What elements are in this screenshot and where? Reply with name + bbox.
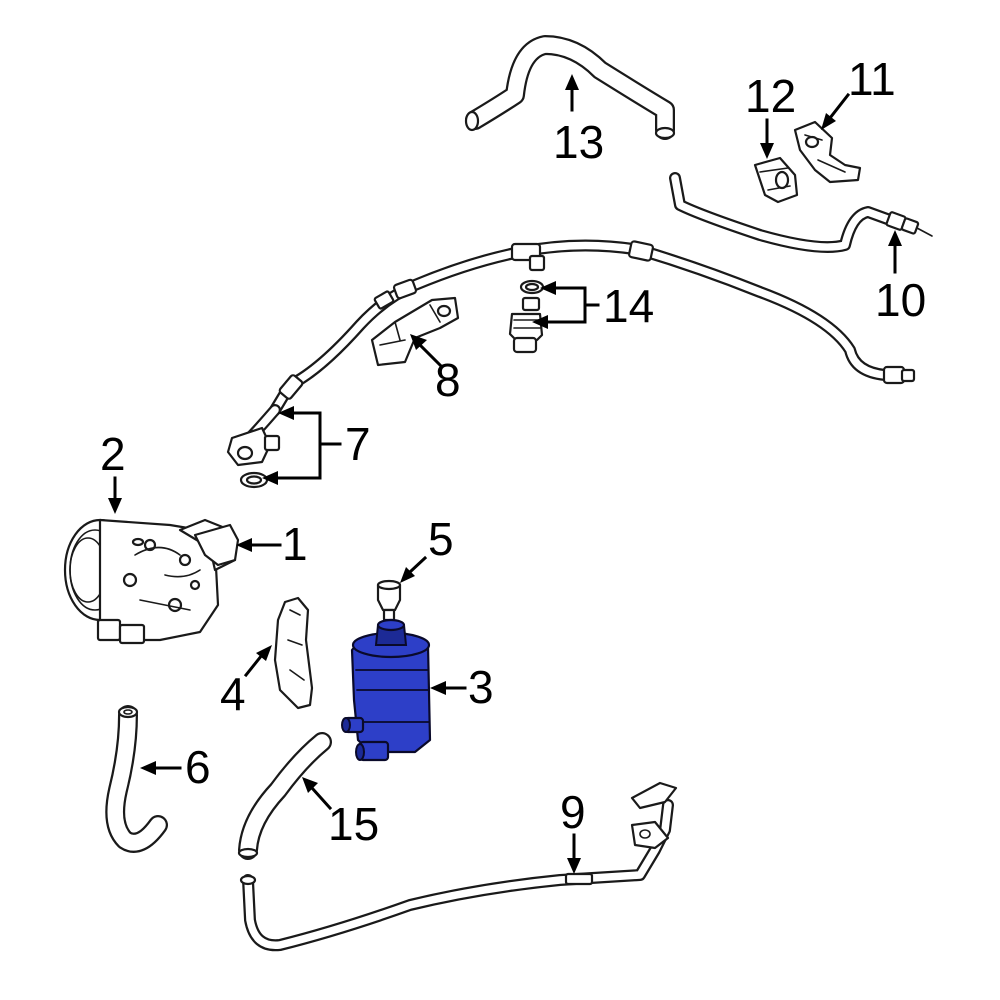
part-8-bracket[interactable] [370, 296, 460, 367]
part-6-hose[interactable] [105, 705, 168, 853]
callout-1: 1 [282, 518, 308, 570]
callout-11: 11 [848, 53, 896, 105]
callout-5: 5 [428, 513, 454, 565]
callout-9: 9 [560, 786, 586, 838]
callout-4: 4 [220, 668, 246, 720]
part-7-pressure-hose[interactable] [226, 239, 916, 489]
callout-6: 6 [185, 741, 211, 793]
callout-2: 2 [100, 428, 126, 480]
part-4-shield[interactable] [273, 596, 314, 710]
part-5-cap[interactable] [376, 579, 402, 622]
part-9-pipe[interactable] [239, 781, 678, 952]
leaders [108, 74, 902, 874]
part-1-bracket[interactable] [193, 523, 240, 567]
callout-8: 8 [435, 354, 461, 406]
callout-12: 12 [745, 70, 796, 122]
part-10-pipe[interactable] [669, 172, 933, 254]
callout-7: 7 [345, 418, 371, 470]
part-2-pump[interactable] [63, 518, 237, 645]
part-3-reservoir[interactable] [341, 618, 432, 762]
callout-3: 3 [468, 661, 494, 713]
part-13-hose[interactable] [464, 35, 676, 140]
callout-14: 14 [603, 280, 654, 332]
part-11-bracket[interactable] [793, 120, 862, 184]
callout-10: 10 [875, 274, 926, 326]
part-15-hose[interactable] [237, 732, 332, 860]
part-12-clamp[interactable] [753, 156, 799, 204]
callout-15: 15 [328, 798, 379, 850]
callout-13: 13 [553, 116, 604, 168]
part-14-switch[interactable] [508, 279, 545, 354]
